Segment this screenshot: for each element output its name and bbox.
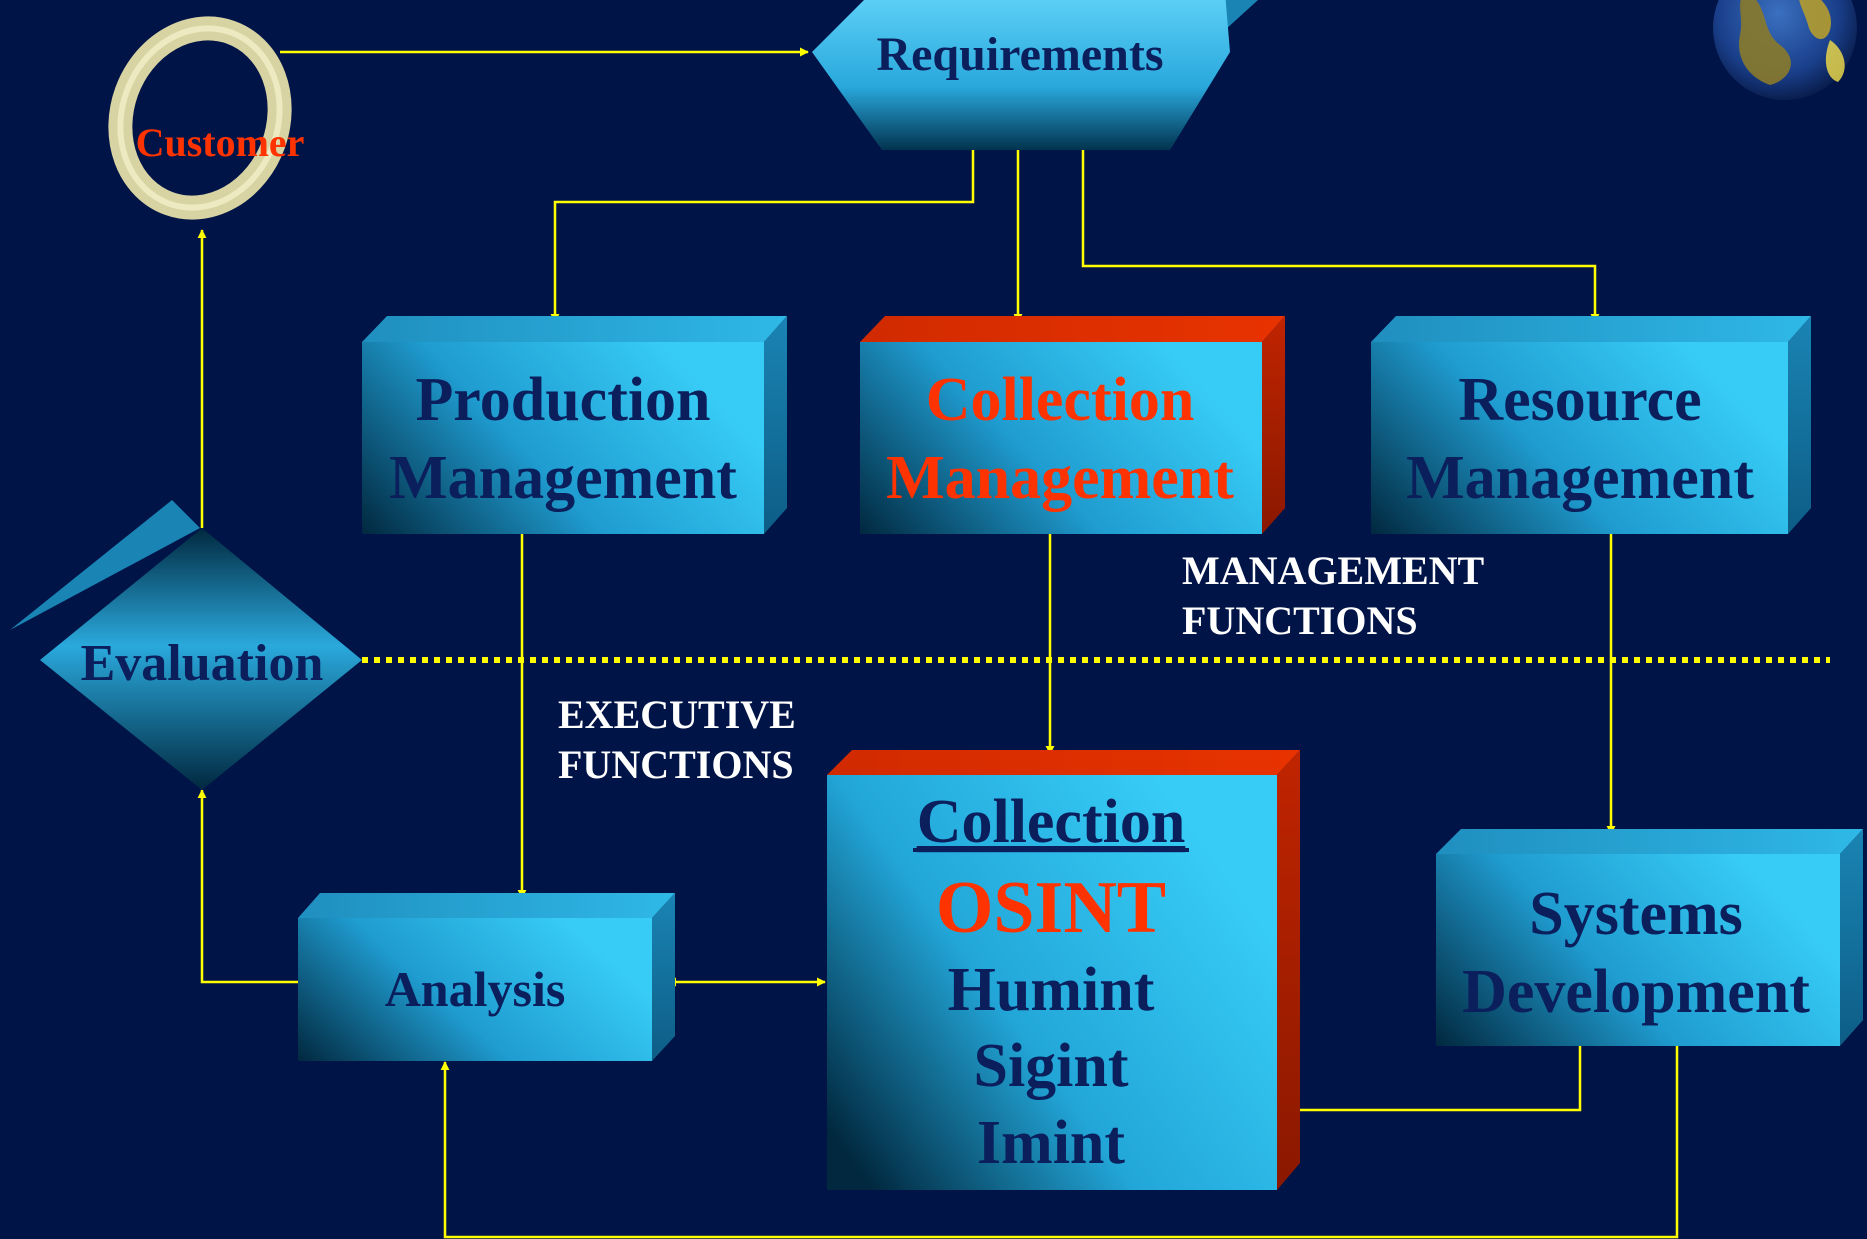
customer-label: Customer: [136, 120, 305, 165]
requirements-hexagon: [812, 0, 1230, 150]
connector-systems-to-collection: [1291, 1046, 1582, 1115]
collection-box: Collection OSINT Humint Sigint Imint: [827, 750, 1300, 1190]
connector-requirements-to-production: [550, 150, 975, 323]
evaluation-diamond: [40, 528, 362, 790]
production-management-label-line2: Management: [389, 444, 737, 512]
collection-management-box: Collection Management: [860, 316, 1285, 534]
executive-functions-label-line2: FUNCTIONS: [558, 742, 794, 787]
systems-development-label-line1: Systems: [1529, 880, 1743, 948]
connector-analysis-to-evaluation: [197, 789, 298, 984]
analysis-box: Analysis: [298, 893, 675, 1061]
management-functions-label-line1: MANAGEMENT: [1182, 548, 1485, 593]
collection-osint-label: OSINT: [936, 867, 1166, 949]
resource-management-label-line2: Management: [1406, 444, 1754, 512]
collection-title-underline: [913, 848, 1189, 852]
evaluation-node: Evaluation: [10, 500, 362, 790]
evaluation-label: Evaluation: [81, 635, 324, 692]
production-management-label-line1: Production: [415, 366, 710, 434]
connector-requirements-to-resource: [1081, 150, 1600, 323]
management-functions-label-line2: FUNCTIONS: [1182, 598, 1418, 643]
customer-node: Customer: [108, 16, 305, 220]
resource-management-label-line1: Resource: [1458, 366, 1701, 434]
collection-management-label-line1: Collection: [926, 366, 1195, 434]
analysis-label: Analysis: [385, 961, 566, 1017]
connector-systems-to-analysis: [440, 1046, 1679, 1239]
collection-item-imint: Imint: [977, 1109, 1125, 1177]
collection-item-humint: Humint: [948, 956, 1155, 1024]
systems-development-box: Systems Development: [1436, 829, 1863, 1046]
collection-management-label-line2: Management: [886, 444, 1234, 512]
production-management-box: Production Management: [362, 316, 787, 534]
requirements-node: Requirements: [812, 0, 1258, 150]
resource-management-box: Resource Management: [1371, 316, 1811, 534]
collection-title: Collection: [917, 788, 1186, 856]
customer-ring: [108, 16, 292, 220]
systems-development-label-line2: Development: [1462, 958, 1810, 1026]
requirements-label: Requirements: [876, 28, 1163, 81]
collection-item-sigint: Sigint: [973, 1032, 1128, 1100]
connectors: [197, 47, 1679, 1239]
globe-icon: [1713, 0, 1857, 100]
executive-functions-label-line1: EXECUTIVE: [558, 692, 796, 737]
